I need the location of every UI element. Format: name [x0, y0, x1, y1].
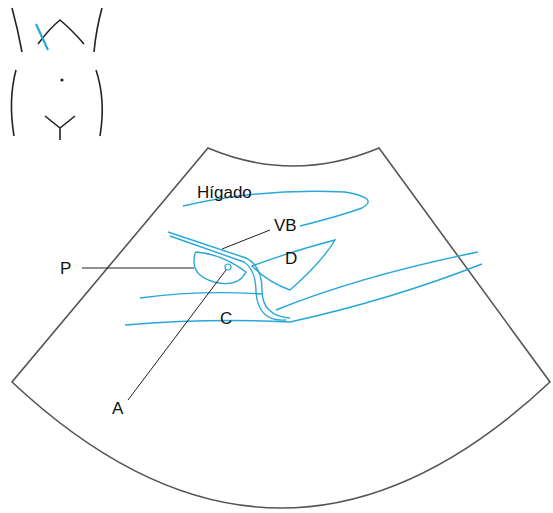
vessel-line	[276, 252, 478, 310]
part-label: P	[60, 260, 71, 277]
artery-mark	[225, 264, 231, 270]
leader-line	[82, 268, 194, 269]
anatomy-lines	[125, 191, 482, 325]
part-label: D	[285, 250, 297, 267]
rib-margin	[38, 20, 84, 44]
body-outline	[11, 70, 16, 136]
leader-line	[128, 270, 226, 400]
bile-duct-wall	[170, 236, 286, 320]
body-outline	[94, 8, 102, 52]
pubic-mark	[45, 116, 75, 140]
part-label: C	[220, 310, 232, 327]
vessel-line	[125, 264, 482, 325]
leader-lines	[82, 230, 270, 400]
navel-dot	[60, 78, 63, 81]
vessel-line	[140, 293, 262, 298]
organ-label: Hígado	[197, 184, 252, 201]
bile-duct-wall	[168, 232, 290, 318]
ultrasound-sector	[12, 148, 550, 508]
probe-position	[36, 24, 48, 50]
pancreas-outline	[194, 252, 246, 284]
body-icon	[11, 8, 102, 140]
duodenum-outline	[252, 240, 335, 290]
body-outline	[96, 70, 102, 136]
part-label: VB	[274, 217, 297, 234]
part-label: A	[112, 400, 123, 417]
body-outline	[12, 8, 22, 52]
leader-line	[222, 230, 270, 249]
